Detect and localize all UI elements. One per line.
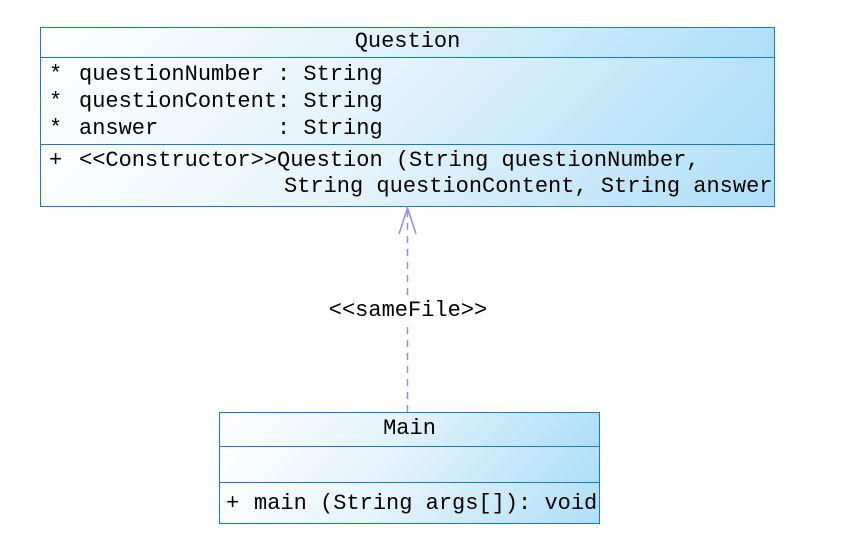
method-text-line1: <<Constructor>>Question (String question…: [79, 148, 700, 173]
method-text-line2: String questionContent, String answer: [284, 174, 773, 199]
attribute-text: questionContent: String: [79, 89, 383, 114]
question-methods-section: + <<Constructor>>Question (String questi…: [41, 145, 774, 206]
main-attributes-section-empty: [220, 447, 599, 483]
visibility-marker: *: [49, 62, 63, 87]
method-row: + main (String args[]): void: [226, 491, 597, 516]
attribute-row: * questionContent: String: [49, 88, 774, 115]
attribute-text: questionNumber : String: [79, 62, 383, 87]
attribute-row: * answer : String: [49, 115, 774, 142]
main-methods-section: + main (String args[]): void: [220, 483, 599, 523]
visibility-marker: +: [226, 490, 240, 516]
class-box-main[interactable]: Main + main (String args[]): void: [219, 412, 600, 524]
class-box-question[interactable]: Question * questionNumber : String * que…: [40, 27, 775, 207]
method-row-continuation: String questionContent, String answer: [49, 174, 774, 200]
attribute-row: * questionNumber : String: [49, 61, 774, 88]
class-title-question: Question: [41, 28, 774, 58]
visibility-marker-empty: [49, 174, 79, 200]
visibility-marker: +: [49, 148, 63, 173]
method-text: main (String args[]): void: [254, 490, 598, 516]
stereotype-label: <<sameFile>>: [322, 296, 494, 326]
visibility-marker: *: [49, 116, 63, 141]
class-title-main: Main: [220, 413, 599, 447]
visibility-marker: *: [49, 89, 63, 114]
question-attributes-section: * questionNumber : String * questionCont…: [41, 58, 774, 145]
method-row: + <<Constructor>>Question (String questi…: [49, 148, 774, 174]
dependency-arrow[interactable]: [397, 206, 418, 412]
open-arrowhead-icon: [398, 206, 417, 235]
attribute-text: answer : String: [79, 116, 383, 141]
